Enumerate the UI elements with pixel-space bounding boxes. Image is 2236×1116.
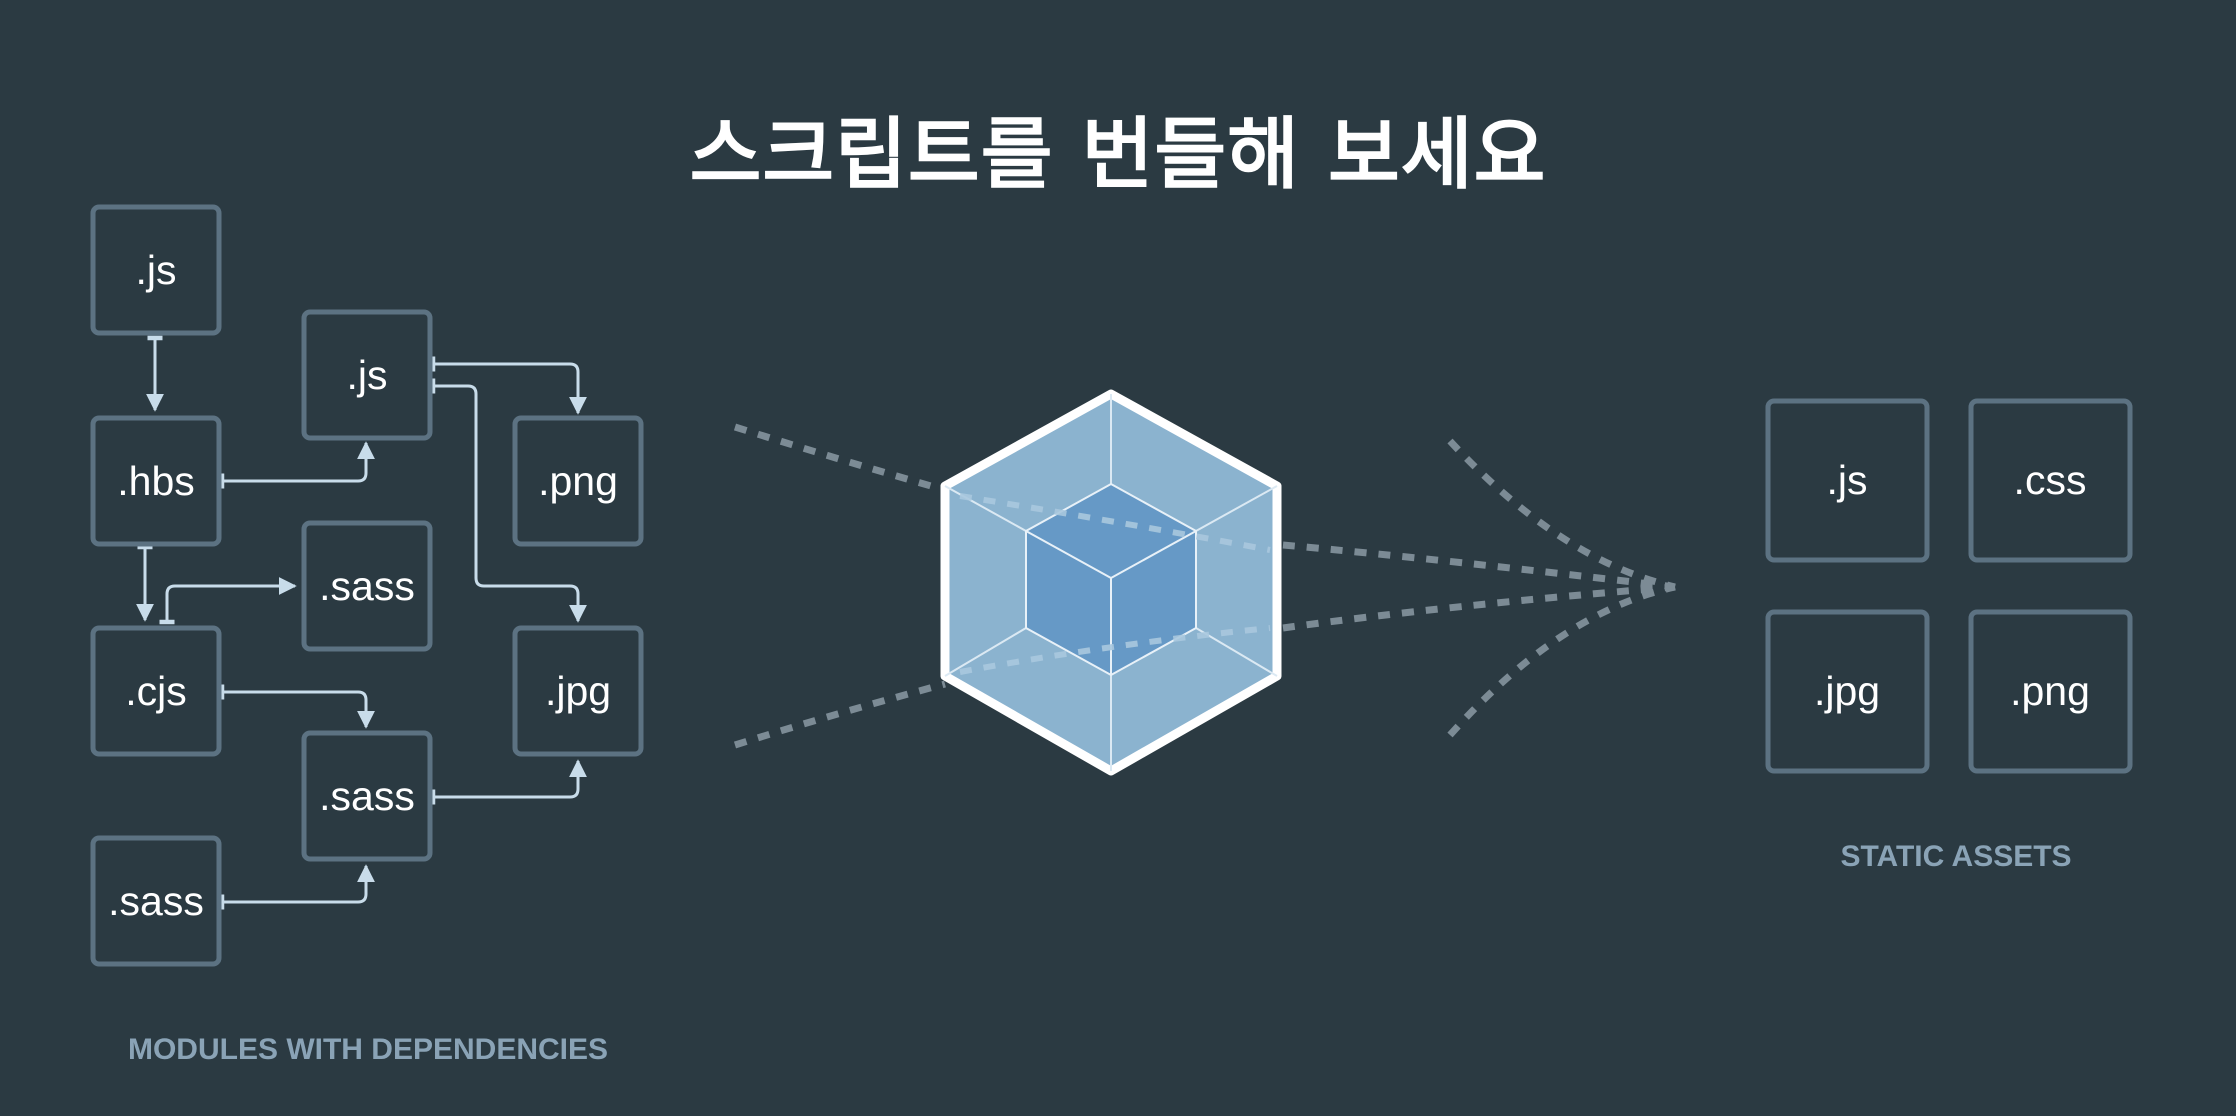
webpack-cube-icon [940,389,1282,776]
page-title: 스크립트를 번들해 보세요 [689,110,1547,200]
asset-labels: .js .css .jpg .png [1814,457,2090,714]
module-label: .png [538,458,618,504]
asset-box-png [1968,609,2133,774]
asset-box-js [1765,398,1930,563]
module-box-jpg [512,625,644,757]
module-label: .js [136,247,177,293]
module-box-sass-bottom [90,835,222,967]
modules-caption: MODULES WITH DEPENDENCIES [128,1033,608,1066]
asset-label: .png [2010,668,2090,714]
module-box-js [90,204,222,336]
asset-label: .js [1827,457,1868,503]
asset-boxes [1765,398,2133,774]
asset-label: .jpg [1814,668,1880,714]
arrow-js-to-jpg [430,378,587,623]
module-box-hbs [90,415,222,547]
arrow-cjs-to-sass-lower [219,684,375,729]
module-label: .js [347,352,388,398]
output-dashed-lines [1282,438,1676,738]
assets-caption: STATIC ASSETS [1840,840,2071,873]
arrow-sass-to-jpg [430,759,587,805]
arrow-js-to-png [430,356,587,415]
module-label: .sass [319,773,415,819]
module-box-sass-middle [301,730,433,862]
arrow-hbs-to-js [219,441,375,489]
arrow-cjs-to-sass [159,577,297,625]
module-boxes [90,204,644,967]
module-label: .sass [319,563,415,609]
module-label: .sass [108,878,204,924]
module-box-js-2 [301,309,433,441]
module-box-cjs [90,625,222,757]
module-labels: .js .hbs .cjs .sass .js .sass .sass .png… [108,247,618,924]
arrow-sass-to-sass [219,864,375,910]
module-label: .hbs [117,458,195,504]
dependency-arrows [136,335,587,910]
asset-box-jpg [1765,609,1930,774]
input-dashed-lines [733,423,946,749]
module-label: .cjs [125,668,187,714]
asset-box-css [1968,398,2133,563]
module-label: .jpg [545,668,611,714]
asset-label: .css [2014,457,2087,503]
module-box-sass-top [301,520,433,652]
module-box-png [512,415,644,547]
